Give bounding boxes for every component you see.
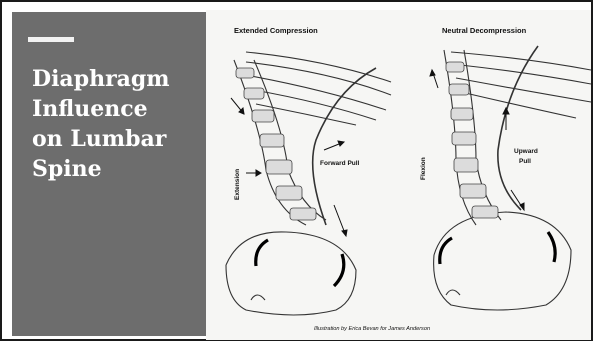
figure-caption: Illustration by Erica Bevan for James An… xyxy=(314,326,430,332)
left-panel-heading: Extended Compression xyxy=(234,26,318,35)
forward-pull-label: Forward Pull xyxy=(320,160,359,167)
flexion-label: Flexion xyxy=(420,157,427,180)
upward-pull-label-line1: Upward xyxy=(514,148,538,155)
slide-title: Diaphragm Influence on Lumbar Spine xyxy=(32,64,202,184)
extension-label: Extension xyxy=(234,169,241,200)
spine-drawing xyxy=(206,10,591,340)
upward-pull-label-line2: Pull xyxy=(519,158,531,165)
right-panel-heading: Neutral Decompression xyxy=(442,26,526,35)
spine-illustration: Extended Compression Neutral Decompressi… xyxy=(206,10,591,340)
title-accent-bar xyxy=(28,37,74,42)
